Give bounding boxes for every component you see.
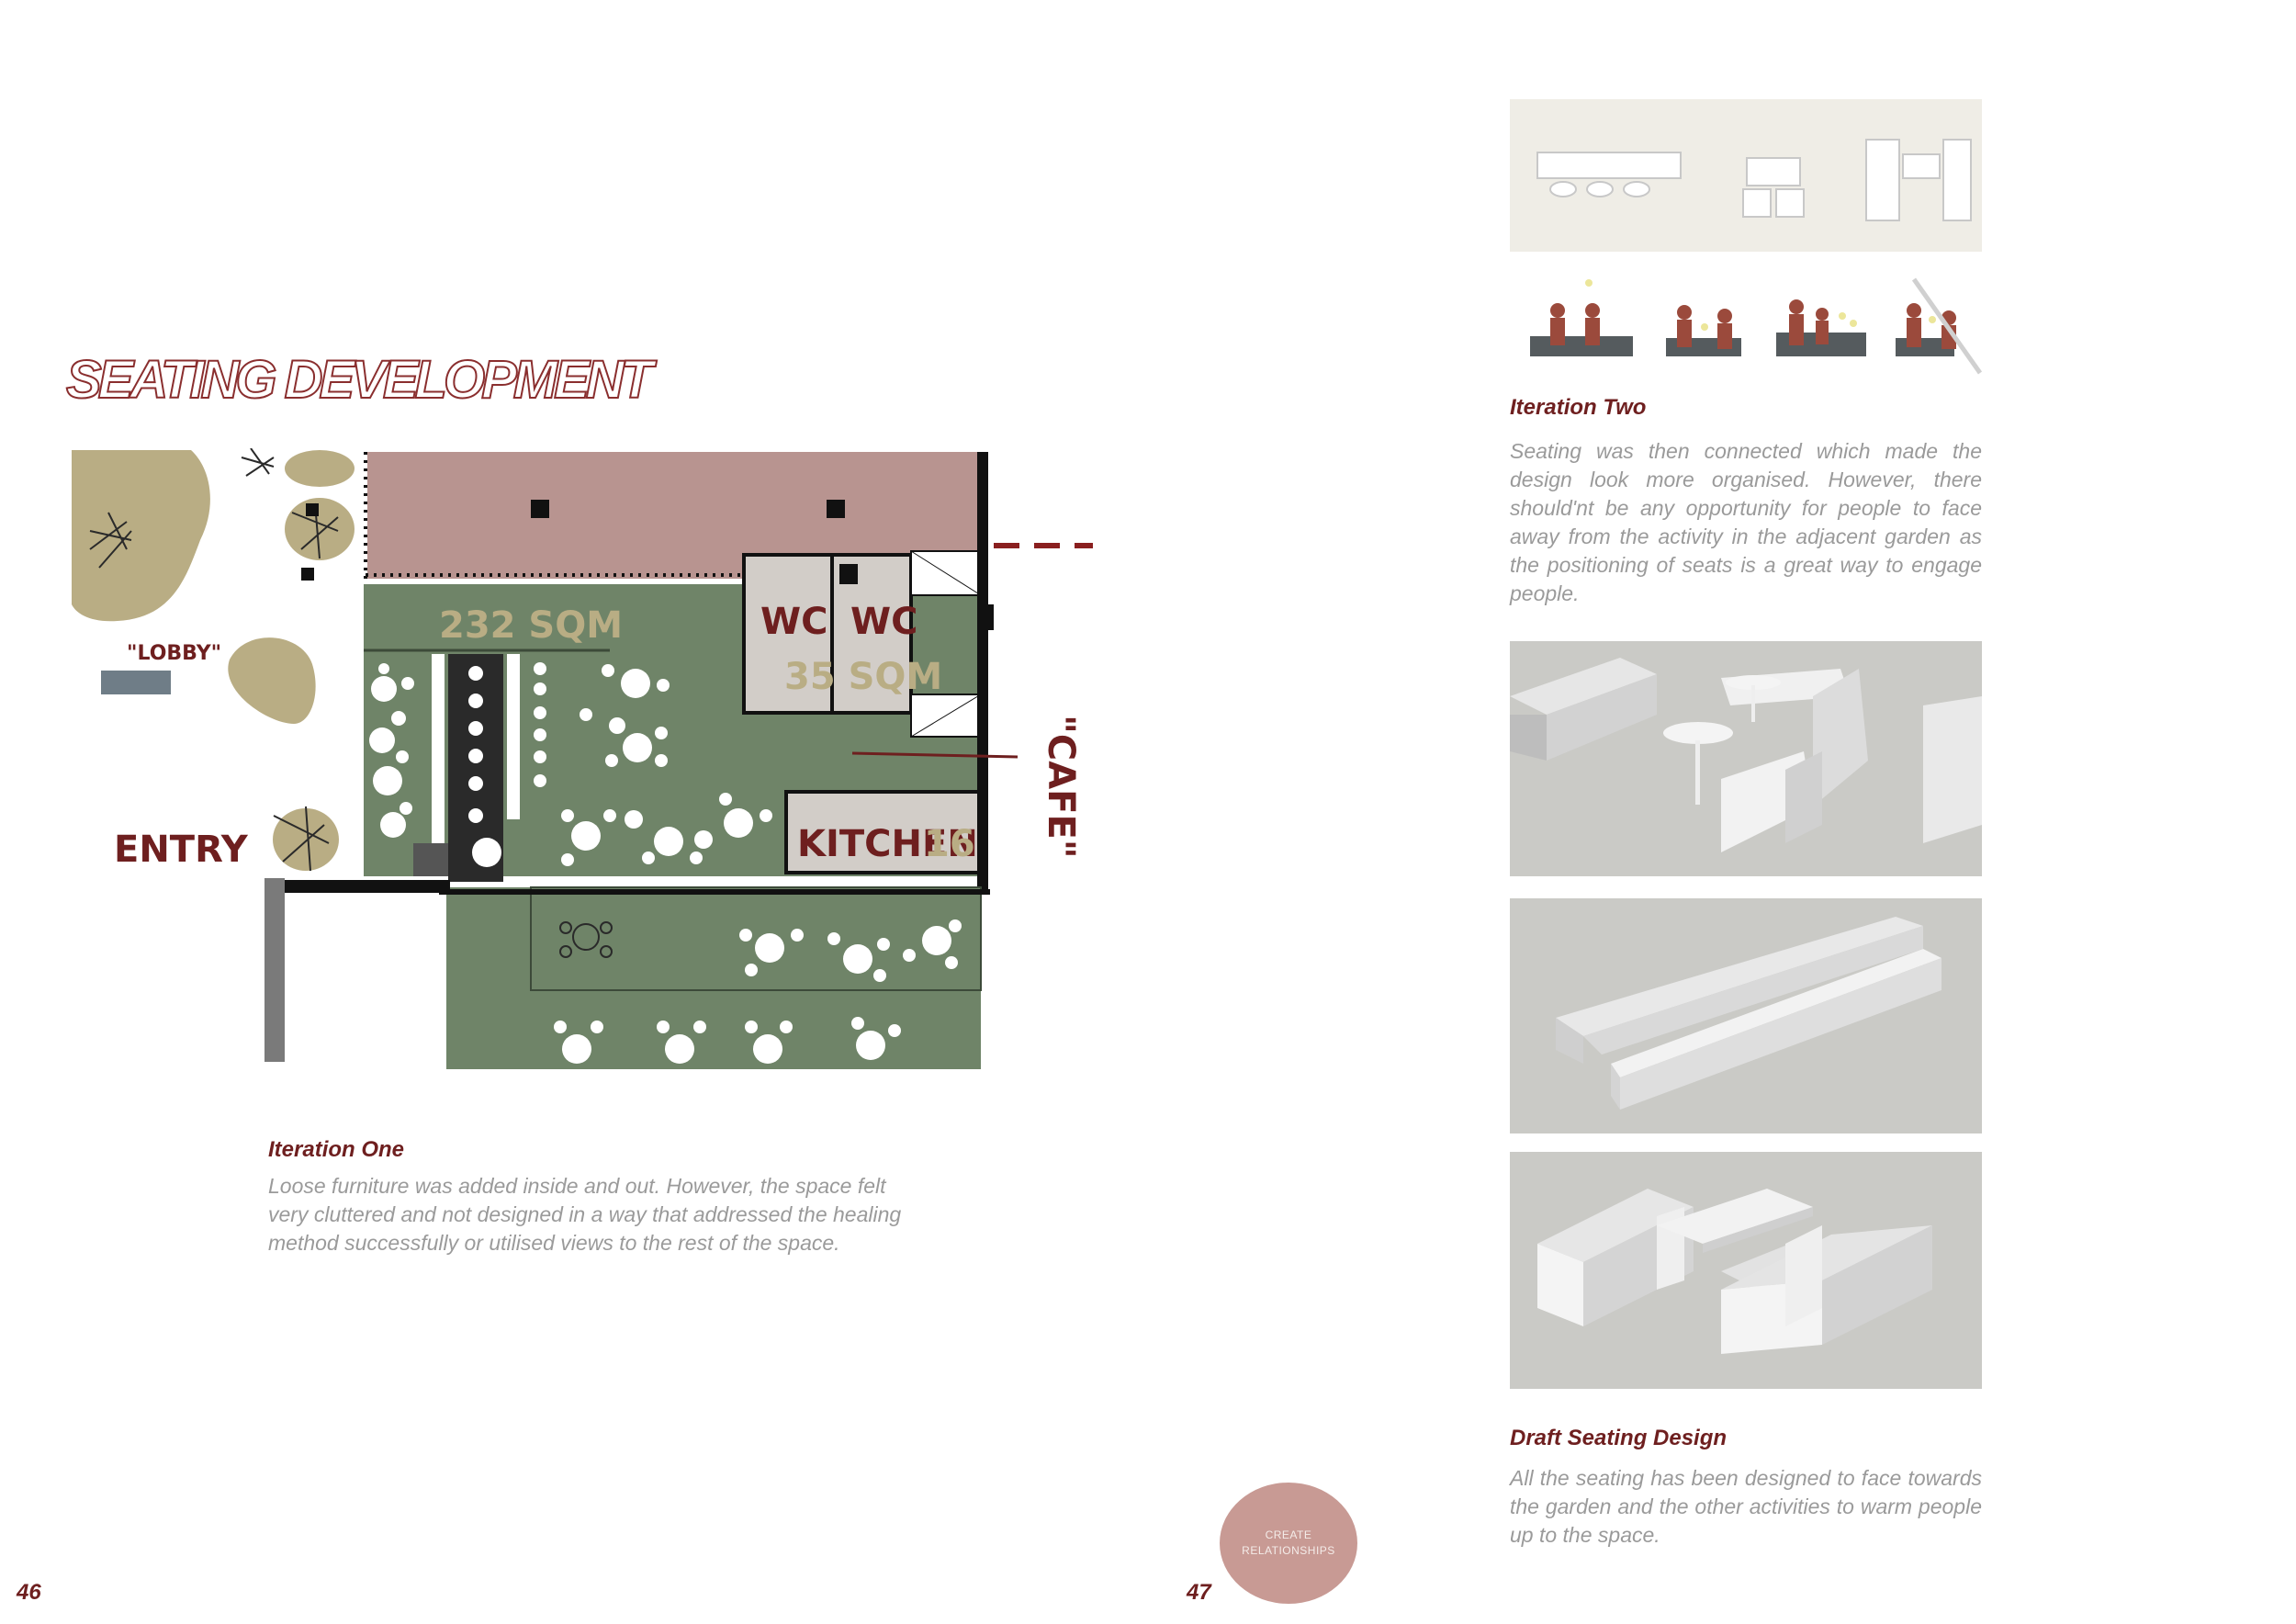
plant-circle: [285, 498, 355, 560]
plant-pot: [306, 503, 319, 516]
draft-seating-text: All the seating has been designed to fac…: [1510, 1466, 1982, 1547]
plant-circle: [285, 450, 355, 487]
lobby-label: "LOBBY": [127, 642, 221, 665]
page-number-right: 47: [1187, 1580, 1211, 1605]
kitchen-area-label: 16: [924, 823, 975, 865]
render-image: [1537, 1189, 1932, 1354]
seating-orientation-diagram: [1530, 277, 1983, 375]
render-image: [1510, 658, 1982, 852]
furniture-sketch: [1536, 139, 1972, 221]
draft-seating-heading: Draft Seating Design: [1510, 1426, 1728, 1450]
wc-label: WC: [850, 601, 917, 643]
lobby-bench: [101, 671, 171, 694]
kitchen-room: [784, 790, 983, 874]
outdoor-terrace: [446, 887, 981, 1069]
render-panel-bench: [1510, 898, 1982, 1133]
iteration-two-text: Seating was then connected which made th…: [1510, 439, 1982, 605]
iteration-two-heading: Iteration Two: [1510, 395, 1647, 420]
page-title: SEATING DEVELOPMENT: [65, 349, 654, 411]
iteration-one-heading: Iteration One: [268, 1137, 405, 1162]
entry-label: ENTRY: [114, 829, 249, 871]
cafe-label: "CAFE": [1040, 715, 1082, 859]
iteration-one-text: Loose furniture was added inside and out…: [268, 1174, 902, 1255]
plant-icon: [89, 448, 339, 872]
render-image: [1556, 917, 1941, 1110]
wc-label: WC: [760, 601, 827, 643]
loose-tables: [369, 662, 772, 866]
render-panel-connected: [1510, 641, 1982, 876]
page-number-left: 46: [17, 1580, 41, 1605]
badge-line-2: RELATIONSHIPS: [1242, 1544, 1335, 1557]
render-panel-booth: [1510, 1152, 1982, 1389]
floor-plan: 232 SQM WC WC 35 SQM KITCHEN 16 "LOBBY" …: [72, 448, 1093, 1069]
badge-line-1: CREATE: [1265, 1528, 1312, 1541]
wc-area-label: 35 SQM: [784, 656, 942, 698]
furniture-sketch-panel: [1510, 99, 1982, 252]
create-relationships-badge: CREATE RELATIONSHIPS: [1220, 1483, 1357, 1604]
kitchen-label: KITCHEN: [797, 823, 978, 865]
plant-pot: [301, 568, 314, 581]
main-area-label: 232 SQM: [439, 604, 623, 647]
lobby-garden-blob: [72, 450, 210, 622]
terrace-tables: [554, 919, 962, 1064]
garden-blob: [228, 637, 316, 724]
